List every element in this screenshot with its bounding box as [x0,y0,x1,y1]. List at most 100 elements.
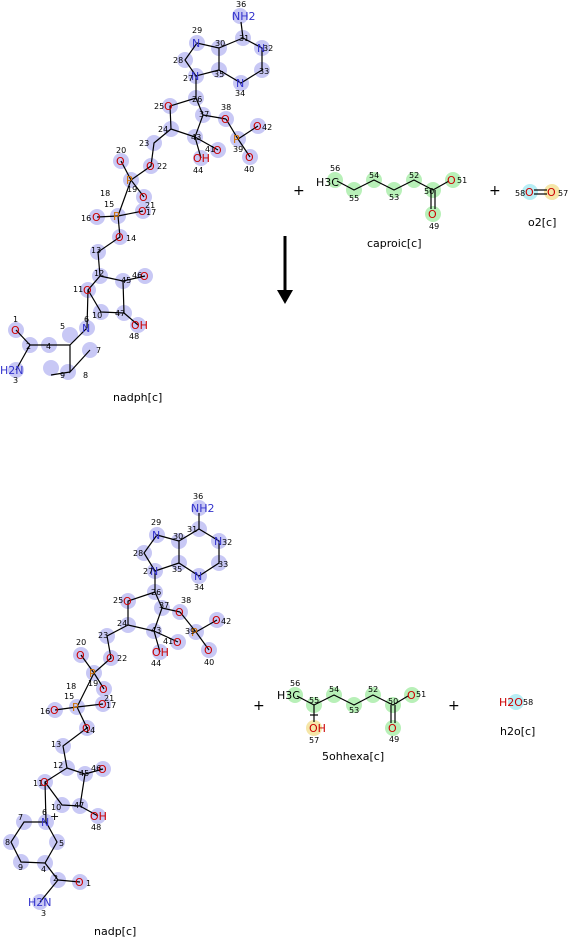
caproic-bonds [336,179,450,209]
atom-text: O [123,595,132,608]
svg-text:26: 26 [192,95,202,104]
atom-text: N [150,565,158,578]
svg-text:9: 9 [60,371,65,380]
atom-text: P [191,626,198,639]
svg-text:55: 55 [309,696,319,705]
nadp-molecule: NH2 N N N N O O O P O O OH O P O O P O O… [3,492,232,918]
atom-text: O [115,231,124,244]
svg-text:48: 48 [129,332,139,341]
nadph-atoms: NH2 N N N N O O O P O O OH O P O O P O O… [0,10,265,377]
atom-text: OH [152,646,169,659]
atom-text: O [221,113,230,126]
svg-text:31: 31 [239,34,249,43]
h2o-label: h2o[c] [500,725,535,738]
atom-text: P [233,133,240,146]
svg-text:46: 46 [91,764,101,773]
atom-text: O [407,689,416,702]
svg-text:25: 25 [113,596,123,605]
atom-text: N [82,322,90,335]
atom-text: O [11,324,20,337]
atom-text: O [146,160,155,173]
svg-text:28: 28 [133,549,143,558]
svg-text:30: 30 [215,39,225,48]
atom-text: P [72,701,79,714]
svg-text:54: 54 [329,685,339,694]
svg-text:17: 17 [146,208,156,217]
svg-text:52: 52 [368,685,378,694]
svg-text:39: 39 [185,627,195,636]
atom-text: O [116,155,125,168]
atom-text: H2N [28,896,52,909]
svg-text:16: 16 [81,214,91,223]
caproic-label: caproic[c] [367,237,422,250]
atom-text: O [92,211,101,224]
svg-text:41: 41 [205,145,215,154]
atom-text: H3C [277,689,300,702]
svg-text:3: 3 [13,376,18,385]
svg-text:29: 29 [151,518,161,527]
svg-text:4: 4 [41,865,46,874]
atom-text: O [98,763,107,776]
svg-text:52: 52 [409,171,419,180]
svg-text:40: 40 [204,658,214,667]
atom-text: N [192,37,200,50]
plus-sign: + [293,183,305,199]
atom-text: O [83,284,92,297]
svg-text:32: 32 [263,44,273,53]
svg-text:19: 19 [127,185,137,194]
atom-text: O [245,151,254,164]
svg-text:47: 47 [74,801,84,810]
svg-text:35: 35 [214,70,224,79]
svg-text:41: 41 [163,637,173,646]
atom-text: O [428,208,437,221]
svg-text:8: 8 [5,838,10,847]
atom-text: N [41,816,49,829]
atom-text: O [40,776,49,789]
plus-sign: + [253,698,265,714]
atom-text: N [257,42,265,55]
svg-text:20: 20 [116,146,126,155]
svg-text:21: 21 [145,201,155,210]
svg-text:45: 45 [79,769,89,778]
svg-text:25: 25 [154,102,164,111]
charge-text: + [50,810,59,823]
svg-text:44: 44 [193,166,203,175]
svg-text:43: 43 [191,133,201,142]
svg-text:37: 37 [199,110,209,119]
atom-text: O [50,704,59,717]
atom-text: O [76,649,85,662]
atom-text: P [113,210,120,223]
plus-sign: + [489,183,501,199]
svg-text:27: 27 [183,74,193,83]
down-arrow [277,236,293,304]
atom-text: O [253,120,262,133]
svg-text:47: 47 [115,309,125,318]
svg-text:1: 1 [13,315,18,324]
svg-text:9: 9 [18,863,23,872]
atom-text: OH [309,722,326,735]
svg-text:8: 8 [83,371,88,380]
atom-text: N [236,77,244,90]
atom-text: OH [131,319,148,332]
svg-text:24: 24 [117,619,127,628]
atom-text: O [525,186,534,199]
atom-text: O [213,144,222,157]
svg-text:53: 53 [349,706,359,715]
atom-text: NH2 [232,10,256,23]
svg-text:18: 18 [100,189,110,198]
svg-text:17: 17 [106,701,116,710]
svg-text:22: 22 [157,162,167,171]
atom-text: OH [90,810,107,823]
svg-text:11: 11 [73,285,83,294]
svg-text:20: 20 [76,638,86,647]
atom-text: O [99,683,108,696]
atom-text: O [173,636,182,649]
svg-text:3: 3 [41,909,46,918]
nadp-bonds [10,513,220,903]
atom-text: O [98,698,107,711]
svg-text:50: 50 [424,187,434,196]
svg-text:14: 14 [85,726,95,735]
atom-number: 58 [515,189,525,198]
atom-text: O [138,205,147,218]
